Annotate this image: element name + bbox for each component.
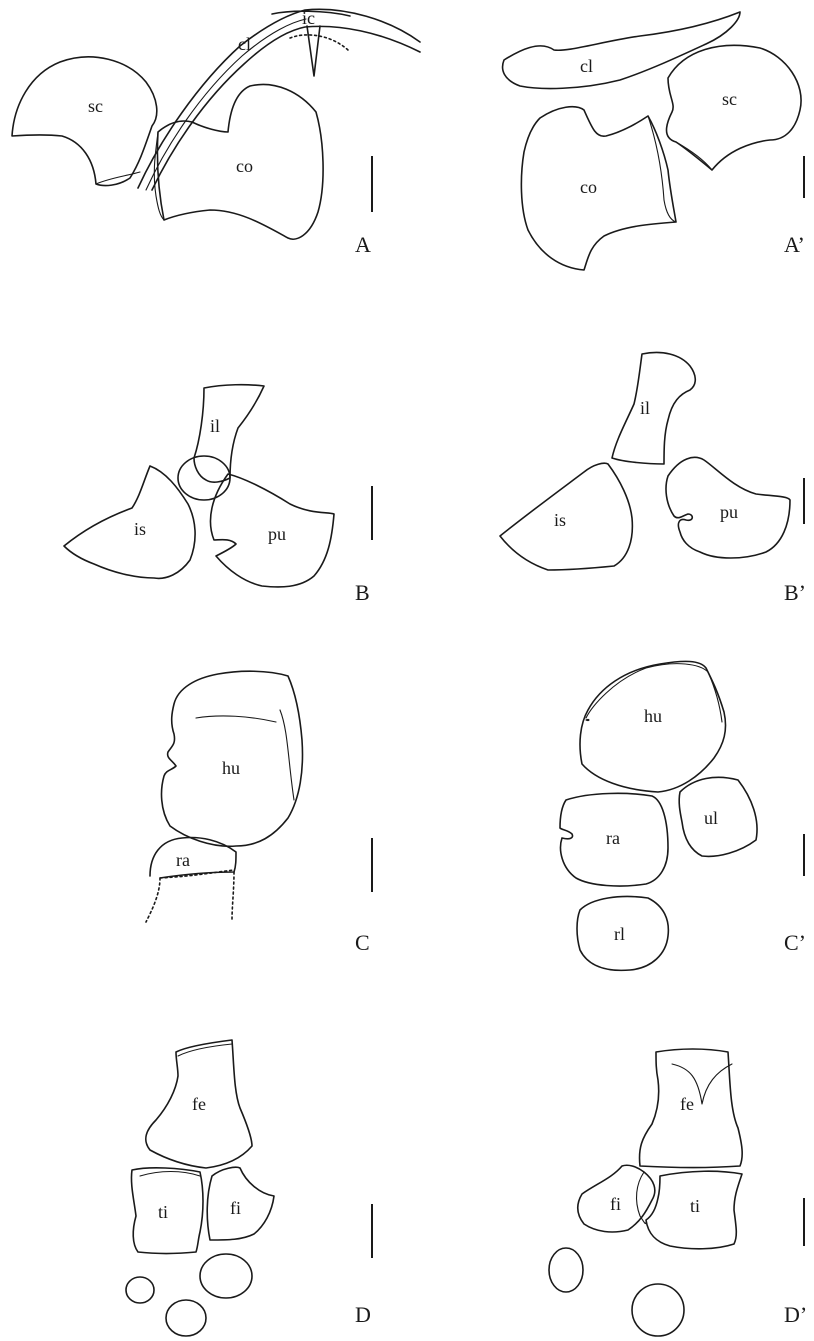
scapula-edge (96, 172, 140, 184)
label-scapula: sc (722, 89, 737, 109)
panel-letter: C’ (784, 930, 806, 955)
label-ulna: ul (704, 808, 718, 828)
tarsal-left (549, 1248, 583, 1292)
label-pubis: pu (720, 502, 738, 522)
label-interclavicle: ic (302, 8, 315, 28)
label-scapula: sc (88, 96, 103, 116)
panel-letter: D (355, 1302, 371, 1327)
label-clavicle: cl (238, 34, 251, 54)
label-ischium: is (134, 519, 146, 539)
panel-d: fe ti fi D (126, 1040, 372, 1336)
humerus-outline (580, 661, 726, 792)
label-ilium: il (210, 416, 220, 436)
label-humerus: hu (644, 706, 662, 726)
label-ischium: is (554, 510, 566, 530)
label-fibula: fi (230, 1198, 241, 1218)
label-tibia: ti (158, 1202, 168, 1222)
panel-b-prime: il is pu B’ (500, 353, 806, 606)
humerus-epiphysis-line (196, 710, 294, 800)
scapula-outline (12, 57, 157, 186)
panel-b: il is pu B (64, 385, 372, 605)
label-clavicle: cl (580, 56, 593, 76)
label-radius: ra (606, 828, 620, 848)
panel-letter: A (355, 232, 371, 257)
tarsal-small (126, 1277, 154, 1303)
ulna-outline (679, 777, 757, 856)
panel-c-prime: hu ra ul rl C’ (560, 661, 806, 970)
panel-letter: C (355, 930, 370, 955)
coracoid-edge (648, 116, 676, 222)
label-humerus: hu (222, 758, 240, 778)
label-fibula: fi (610, 1194, 621, 1214)
clavicle-band (138, 9, 420, 190)
label-ilium: il (640, 398, 650, 418)
tarsal-lower (166, 1300, 206, 1336)
panel-letter: A’ (784, 232, 805, 257)
femur-head-line (178, 1044, 232, 1056)
label-pubis: pu (268, 524, 286, 544)
label-coracoid: co (236, 156, 253, 176)
clavicle-inner-line (146, 19, 306, 190)
ischium-outline (64, 466, 195, 578)
panel-c: hu ra C (146, 671, 372, 955)
label-femur: fe (680, 1094, 694, 1114)
label-tibia: ti (690, 1196, 700, 1216)
tibia-edge (140, 1172, 200, 1177)
tarsal-medium (200, 1254, 252, 1298)
panel-a: sc co cl ic A (12, 8, 420, 257)
label-radiale: rl (614, 924, 625, 944)
ilium-outline (194, 385, 264, 482)
panel-letter: B’ (784, 580, 806, 605)
panel-letter: D’ (784, 1302, 807, 1327)
tarsal-lower (632, 1284, 684, 1336)
label-radius: ra (176, 850, 190, 870)
radius-outline (150, 838, 236, 878)
ischium-outline (500, 463, 632, 570)
radius-broken-edge (146, 870, 234, 922)
label-coracoid: co (580, 177, 597, 197)
panel-d-prime: fe ti fi D’ (549, 1049, 807, 1336)
ilium-outline (612, 353, 695, 465)
label-femur: fe (192, 1094, 206, 1114)
panel-letter: B (355, 580, 370, 605)
fibula-edge (637, 1172, 646, 1224)
panel-a-prime: cl sc co A’ (503, 12, 805, 270)
